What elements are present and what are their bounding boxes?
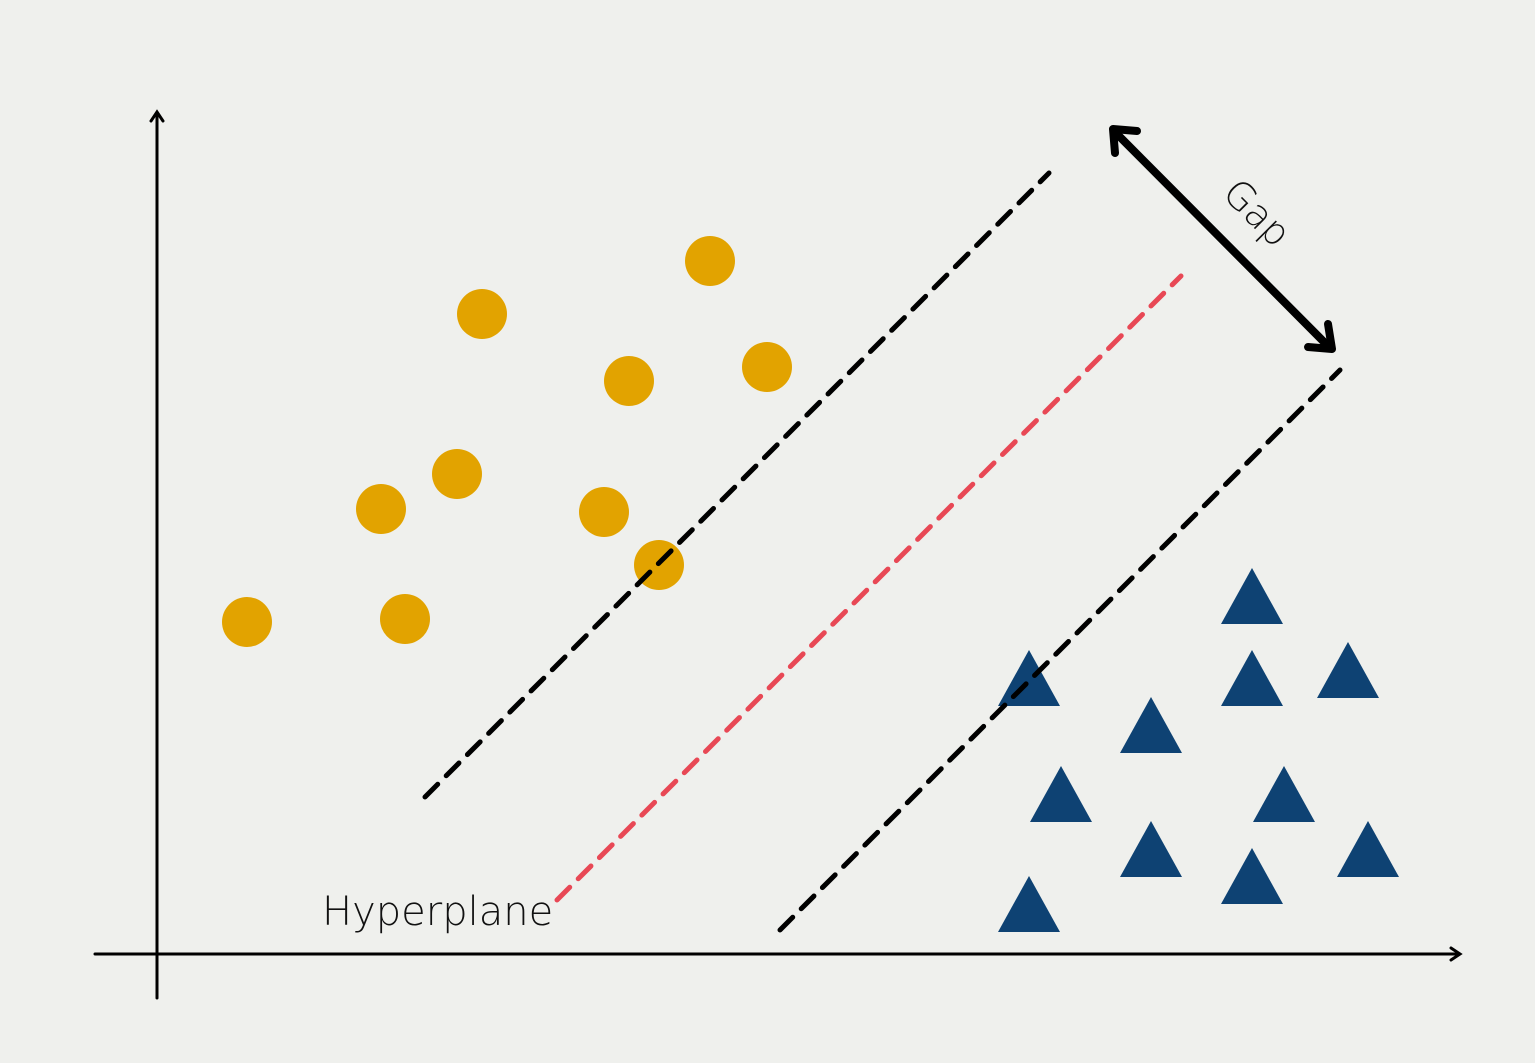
class-b-triangle [1030, 766, 1092, 822]
class-b-triangle [1317, 642, 1379, 698]
class-b-triangle [1120, 821, 1182, 877]
gap-arrow-head-top-icon [1109, 125, 1141, 157]
gap-arrow [1109, 125, 1336, 353]
class-a-circle [685, 236, 735, 286]
gap-arrow-head-bottom-icon [1304, 320, 1336, 353]
gap-arrow-shaft [1112, 129, 1333, 351]
class-b-triangle [1120, 697, 1182, 753]
class-b-points [998, 568, 1399, 932]
axes [93, 109, 1463, 1000]
lower-margin-line [777, 367, 1343, 933]
class-b-triangle [1221, 568, 1283, 624]
class-b-triangle [1337, 821, 1399, 877]
separating-lines [422, 170, 1343, 933]
upper-margin-line [422, 170, 1052, 800]
class-a-circle [432, 449, 482, 499]
x-axis-arrow-icon [1449, 946, 1463, 962]
class-a-circle [222, 597, 272, 647]
y-axis-arrow-icon [149, 109, 165, 123]
class-a-circle [604, 356, 654, 406]
hyperplane-label: Hyperplane [322, 889, 553, 935]
class-a-circle [742, 342, 792, 392]
hyperplane-line [554, 273, 1184, 903]
class-b-triangle [998, 876, 1060, 932]
class-a-circle [457, 289, 507, 339]
class-a-points [222, 236, 792, 647]
class-a-circle [356, 484, 406, 534]
class-b-triangle [998, 650, 1060, 706]
class-b-triangle [1221, 650, 1283, 706]
class-b-triangle [1221, 848, 1283, 904]
class-a-circle [380, 594, 430, 644]
class-a-circle [579, 487, 629, 537]
class-b-triangle [1253, 766, 1315, 822]
